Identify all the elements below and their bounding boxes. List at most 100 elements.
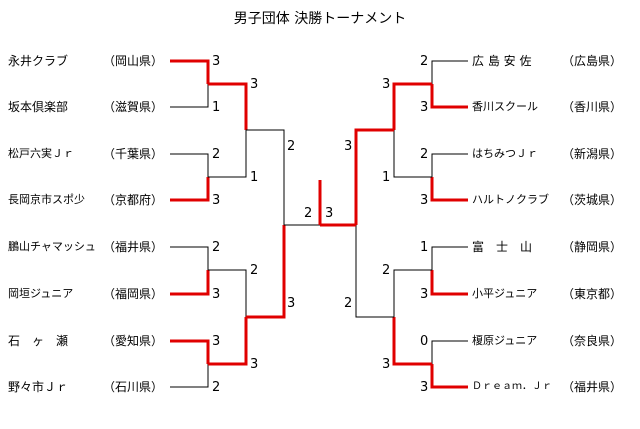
score: 3	[420, 100, 429, 115]
score: 2	[250, 263, 259, 278]
left-team-4: 長岡京市スポ少（京都府）	[8, 192, 168, 208]
team-name: 小平ジュニア	[472, 287, 538, 300]
team-prefecture: （奈良県）	[562, 334, 623, 348]
page-title: 男子団体 決勝トーナメント	[233, 11, 407, 27]
left-r1-line-3	[170, 153, 209, 177]
team-name: 長岡京市スポ少	[8, 193, 85, 206]
left-team-7: 石 ヶ 瀬（愛知県）	[8, 333, 168, 349]
score: 2	[212, 147, 221, 162]
score: 2	[382, 263, 391, 278]
left-r2-lines	[208, 82, 248, 366]
team-prefecture: （福岡県）	[103, 287, 164, 301]
right-team-6: 小平ジュニア （東京都）	[472, 286, 632, 302]
right-team-7: 榎原ジュニア （奈良県）	[472, 333, 632, 349]
right-team-8: Ｄｒｅａｍ．Ｊｒ （福井県）	[472, 379, 632, 395]
left-r1-line-1	[170, 59, 210, 84]
team-prefecture: （福井県）	[103, 240, 164, 254]
left-r1-line-4	[170, 177, 210, 202]
team-prefecture: （新潟県）	[562, 147, 623, 161]
score: 3	[212, 54, 221, 69]
score: 3	[420, 287, 429, 302]
left-r1-lines	[170, 59, 210, 388]
left-r2-line-1	[208, 82, 248, 130]
left-team-8: 野々市Ｊｒ （石川県）	[8, 379, 168, 395]
score: 3	[250, 77, 259, 92]
score: 3	[287, 296, 296, 311]
team-name: 榎原ジュニア	[472, 334, 538, 347]
right-r2-lines	[392, 82, 432, 366]
right-r1-line-7	[431, 340, 468, 364]
team-prefecture: （愛知県）	[103, 334, 164, 348]
right-r1-line-6	[430, 270, 468, 296]
left-team-5: 鵬山チャマッシュ （福井県）	[8, 239, 168, 255]
team-name: はちみつＪｒ	[472, 147, 538, 160]
score: 2	[287, 139, 296, 154]
left-r1-line-8	[170, 364, 209, 388]
score: 3	[212, 193, 221, 208]
right-team-3: はちみつＪｒ （新潟県）	[472, 146, 632, 162]
left-r1-line-7	[170, 339, 210, 364]
left-r1-line-2	[170, 84, 209, 108]
team-name: Ｄｒｅａｍ．Ｊｒ	[472, 381, 552, 392]
left-team-2: 坂本倶楽部（滋賀県）	[8, 99, 168, 115]
team-name: 野々市Ｊｒ	[8, 380, 69, 394]
left-r1-line-6	[170, 270, 210, 296]
team-name: 永井クラブ	[8, 54, 69, 68]
score: 0	[420, 334, 429, 349]
right-r3-line-1	[354, 128, 394, 225]
score: 1	[250, 170, 259, 185]
left-r1-line-5	[170, 246, 209, 270]
left-r3-line-1	[246, 129, 285, 225]
score: 2	[344, 296, 353, 311]
team-name: 松戸六実Ｊｒ	[8, 147, 74, 160]
right-r1-line-4	[430, 177, 468, 202]
team-name: 岡垣ジュニア	[8, 287, 74, 300]
right-team-5: 富 士 山（静岡県）	[472, 239, 632, 255]
right-r3-line-2	[355, 225, 394, 318]
final-score-left: 2	[304, 206, 313, 221]
team-name: 広 島 安 佐	[472, 54, 532, 68]
final-lines	[284, 180, 356, 227]
right-team-1: 広 島 安 佐 （広島県）	[472, 53, 632, 69]
left-team-3: 松戸六実Ｊｒ（千葉県）	[8, 146, 168, 162]
right-r2-line-3	[393, 269, 432, 317]
left-team-1: 永井クラブ （岡山県）	[8, 53, 168, 69]
left-r3-lines	[246, 129, 286, 319]
right-r1-line-2	[430, 84, 468, 109]
right-r1-line-5	[431, 246, 468, 270]
team-prefecture: （茨城県）	[562, 193, 623, 207]
team-prefecture: （福井県）	[562, 380, 623, 394]
score: 3	[382, 357, 391, 372]
score: 3	[382, 77, 391, 92]
right-r2-line-4	[392, 317, 432, 366]
team-prefecture: （広島県）	[562, 54, 623, 68]
score: 2	[420, 54, 429, 69]
team-prefecture: （岡山県）	[103, 54, 164, 68]
score: 1	[420, 240, 429, 255]
right-r1-line-8	[430, 364, 468, 389]
score: 2	[420, 147, 429, 162]
right-r2-line-1	[392, 82, 432, 130]
right-r1-line-1	[431, 60, 468, 84]
score: 3	[344, 139, 353, 154]
team-prefecture: （石川県）	[103, 380, 164, 394]
team-name: 鵬山チャマッシュ	[8, 240, 96, 253]
team-name: 富 士 山	[472, 240, 533, 254]
right-r3-lines	[354, 128, 394, 318]
team-name: ハルトノクラブ	[472, 193, 549, 206]
score: 1	[382, 170, 391, 185]
team-prefecture: （東京都）	[562, 287, 623, 301]
left-r3-line-2	[246, 225, 286, 319]
score: 3	[420, 380, 429, 395]
left-r2-line-3	[208, 269, 247, 317]
right-r1-line-3	[431, 153, 468, 177]
score: 3	[250, 357, 259, 372]
left-team-6: 岡垣ジュニア （福岡県）	[8, 286, 168, 302]
score: 3	[212, 287, 221, 302]
right-r1-lines	[430, 60, 468, 389]
left-r2-line-2	[208, 130, 247, 178]
right-team-4: ハルトノクラブ （茨城県）	[472, 192, 632, 208]
team-name: 坂本倶楽部	[8, 100, 69, 114]
team-prefecture: （香川県）	[562, 100, 623, 114]
